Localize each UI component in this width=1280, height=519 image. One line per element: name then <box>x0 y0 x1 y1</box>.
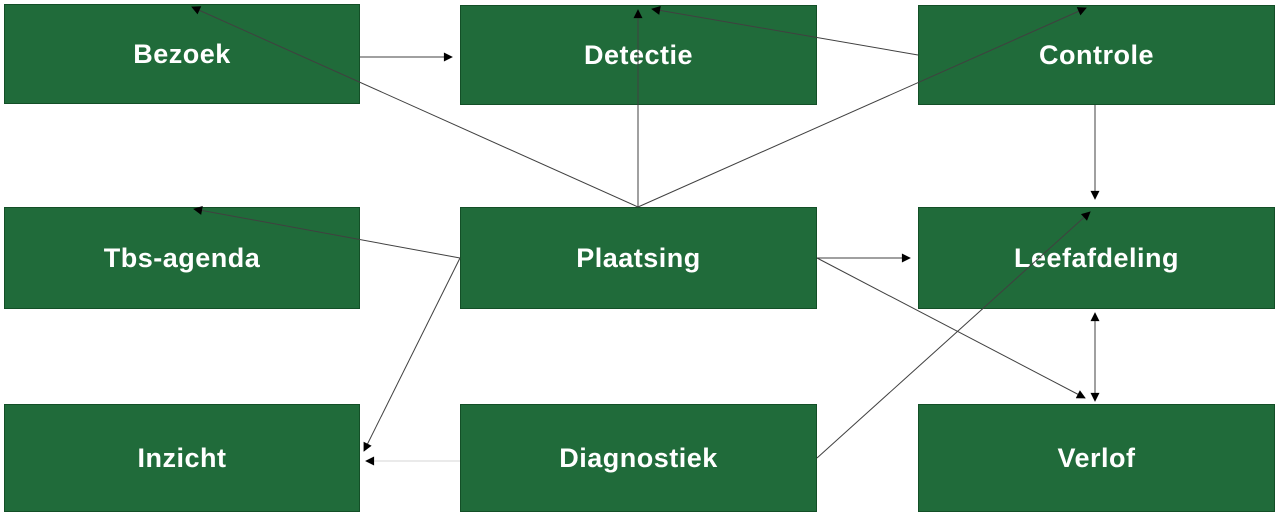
node-bezoek[interactable]: Bezoek <box>4 4 360 104</box>
node-label-inzicht: Inzicht <box>137 442 227 473</box>
node-controle[interactable]: Controle <box>918 5 1275 105</box>
node-diagnostiek[interactable]: Diagnostiek <box>460 404 817 512</box>
node-detectie[interactable]: Detectie <box>460 5 817 105</box>
node-label-detectie: Detectie <box>583 39 694 70</box>
node-tbs-agenda[interactable]: Tbs-agenda <box>4 207 360 309</box>
node-label-plaatsing: Plaatsing <box>576 242 701 273</box>
node-verlof[interactable]: Verlof <box>918 404 1275 512</box>
node-label-leefafdeling: Leefafdeling <box>1013 242 1180 273</box>
edge-plaatsing-inzicht <box>363 257 461 452</box>
node-leefafdeling[interactable]: Leefafdeling <box>918 207 1275 309</box>
node-label-controle: Controle <box>1039 39 1154 70</box>
node-label-bezoek: Bezoek <box>133 38 231 69</box>
node-label-tbs-agenda: Tbs-agenda <box>103 242 261 273</box>
node-label-diagnostiek: Diagnostiek <box>559 442 718 473</box>
node-plaatsing[interactable]: Plaatsing <box>460 207 817 309</box>
node-label-verlof: Verlof <box>1057 442 1136 473</box>
node-inzicht[interactable]: Inzicht <box>4 404 360 512</box>
